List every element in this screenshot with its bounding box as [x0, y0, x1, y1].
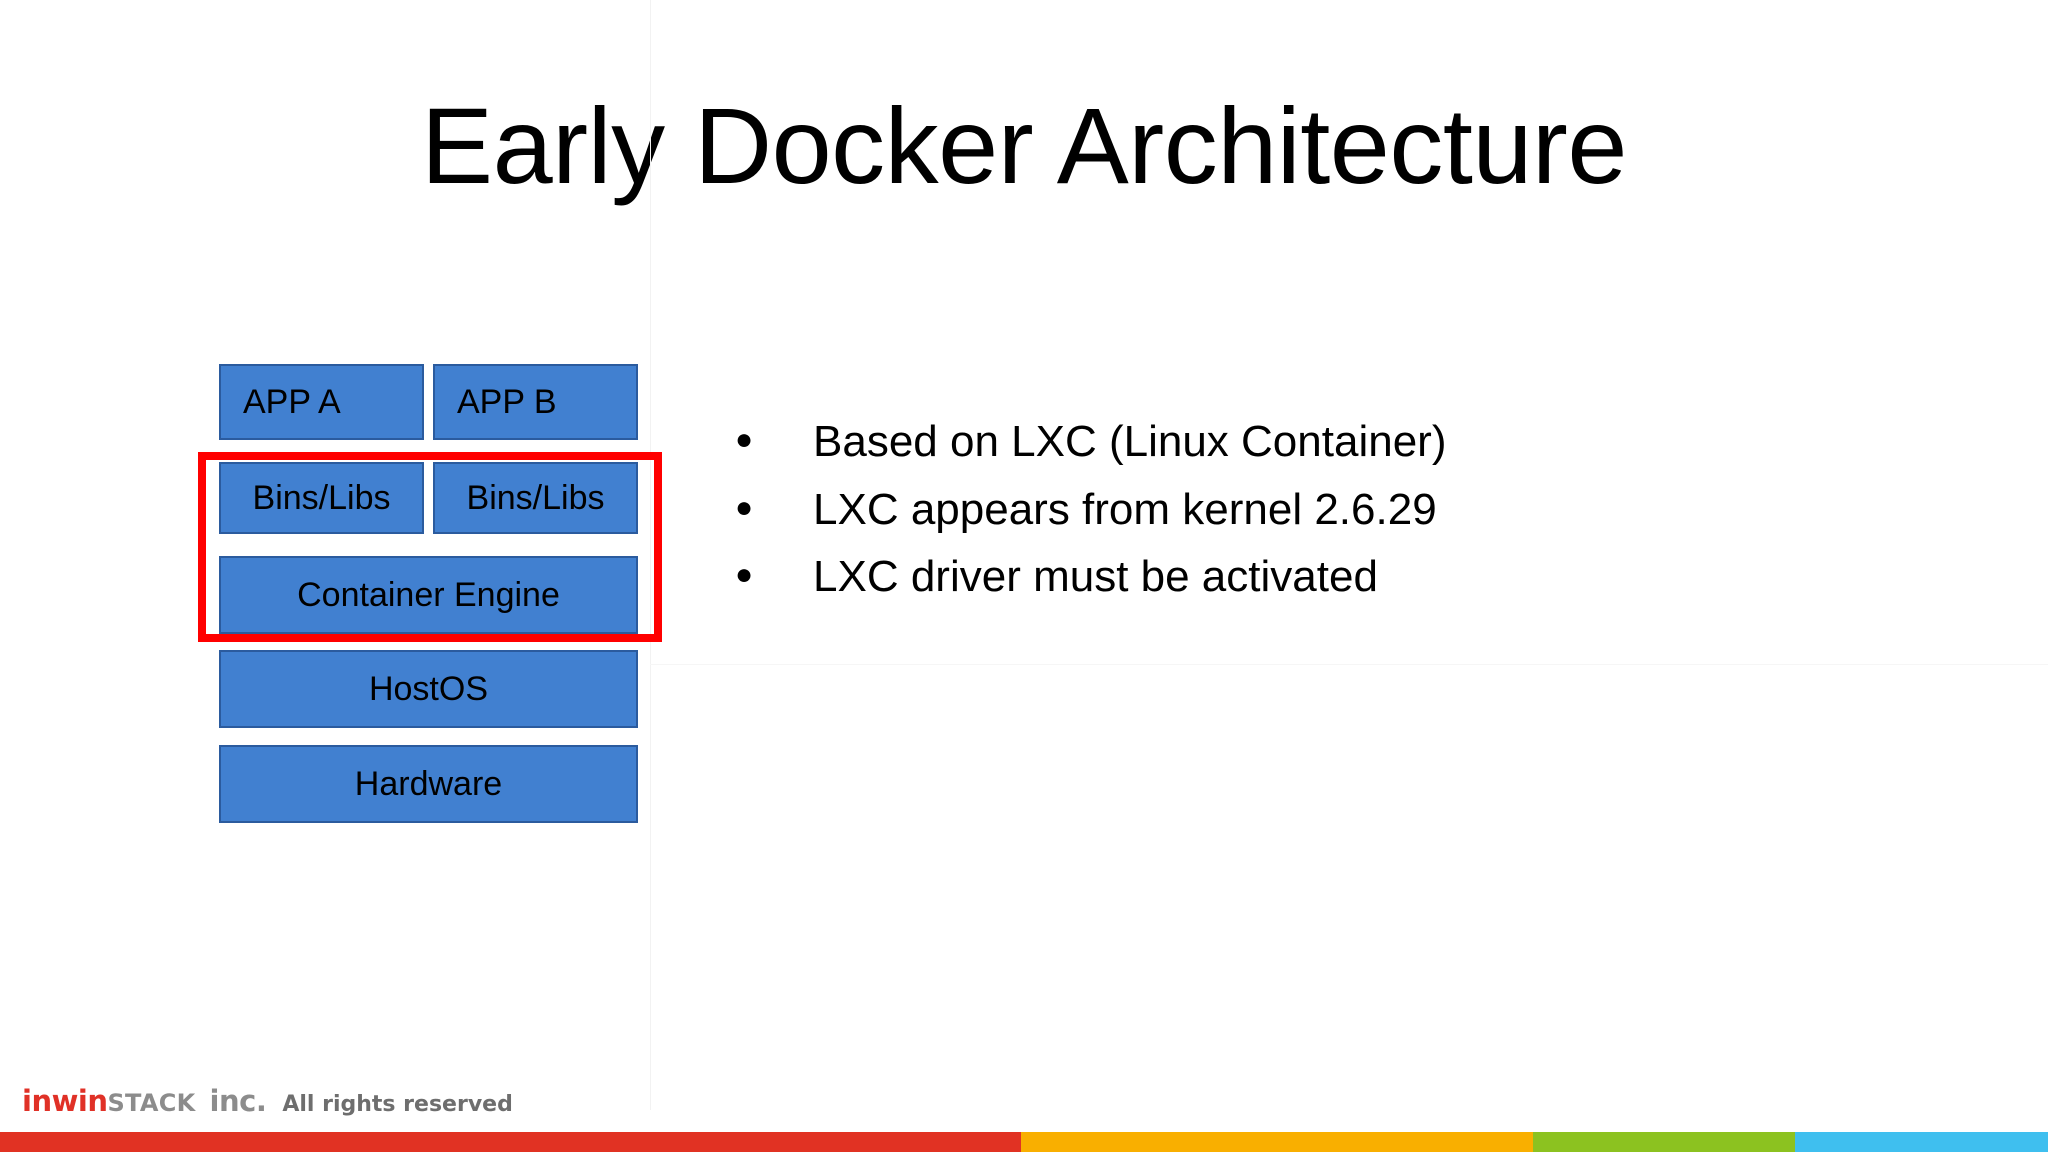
footer-color-bar [0, 1132, 2048, 1152]
logo-text-stack: STACK [107, 1089, 196, 1117]
diagram-block-bins-libs-b: Bins/Libs [433, 462, 638, 534]
slide-footer: inwin STACK inc. All rights reserved [0, 1062, 2048, 1152]
logo-text-inwin: inwin [22, 1084, 108, 1118]
diagram-block-bins-libs-a: Bins/Libs [219, 462, 424, 534]
inwinstack-logo: inwin STACK inc. All rights reserved [22, 1084, 513, 1118]
diagram-block-container-engine: Container Engine [219, 556, 638, 634]
color-bar-segment-yellow [1021, 1132, 1533, 1152]
red-highlight-rectangle [198, 452, 662, 642]
color-bar-segment-blue [1795, 1132, 2048, 1152]
list-item: ● LXC appears from kernel 2.6.29 [735, 484, 1985, 534]
list-item-label: Based on LXC (Linux Container) [813, 417, 1447, 466]
list-item-label: LXC driver must be activated [813, 552, 1378, 602]
bullet-dot-icon: ● [735, 423, 754, 456]
list-item: ● LXC driver must be activated [735, 553, 1985, 601]
diagram-block-app-b: APP B [433, 364, 638, 440]
list-item-label: LXC appears from kernel 2.6.29 [813, 484, 1437, 534]
slide-vertical-divider [650, 0, 651, 1110]
slide-horizontal-divider [650, 664, 2048, 665]
architecture-diagram: APP A APP B Bins/Libs Bins/Libs Containe… [0, 0, 700, 900]
page-title: Early Docker Architecture [421, 85, 1627, 206]
bullet-dot-icon: ● [735, 558, 754, 592]
diagram-block-app-a: APP A [219, 364, 424, 440]
bullet-dot-icon: ● [735, 490, 754, 524]
color-bar-segment-red [0, 1132, 1021, 1152]
diagram-block-hostos: HostOS [219, 650, 638, 728]
logo-text-inc: inc. [209, 1084, 267, 1118]
bullet-list: ● Based on LXC (Linux Container) ● LXC a… [735, 418, 1985, 621]
list-item: ● Based on LXC (Linux Container) [735, 418, 1985, 466]
diagram-block-hardware: Hardware [219, 745, 638, 823]
color-bar-segment-green [1533, 1132, 1795, 1152]
copyright-text: All rights reserved [282, 1092, 513, 1117]
